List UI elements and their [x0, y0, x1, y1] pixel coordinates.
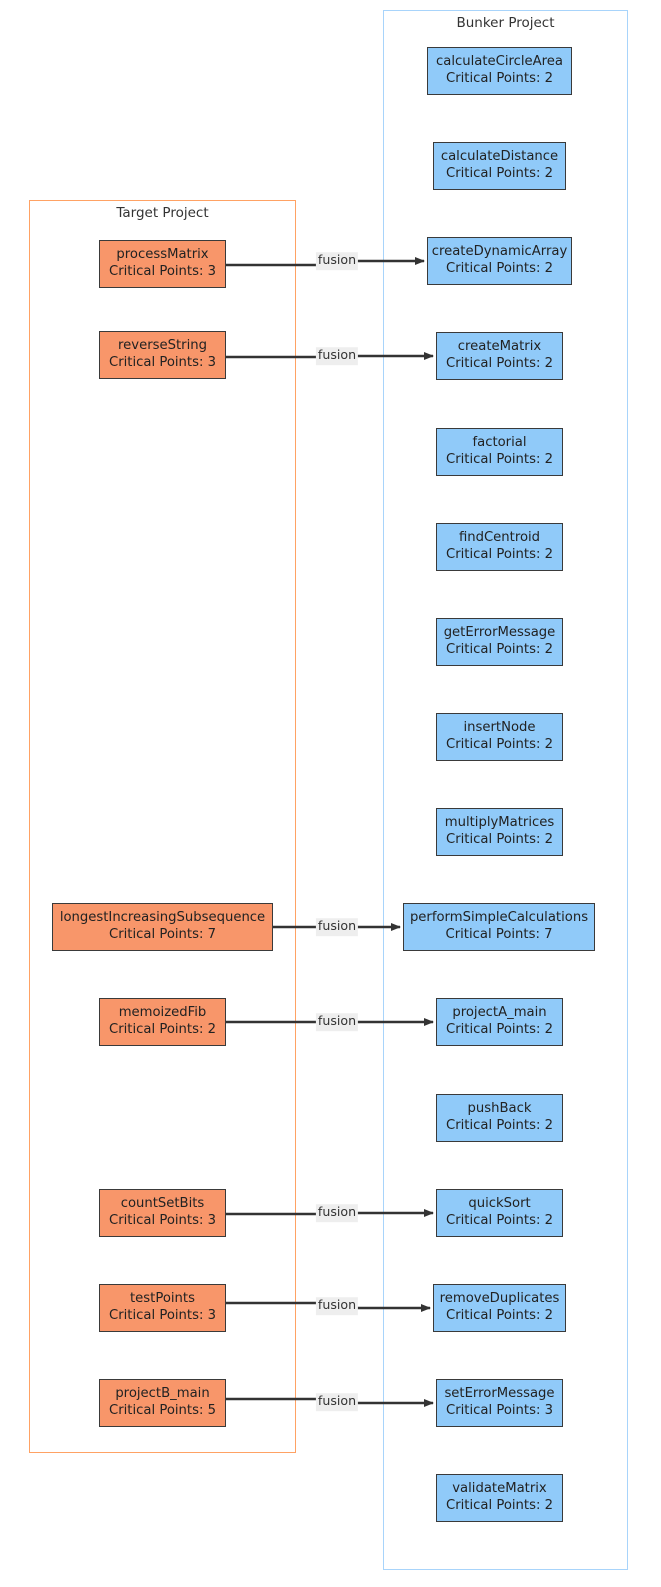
node-metric: Critical Points: 2	[446, 642, 553, 657]
node-metric: Critical Points: 2	[446, 261, 553, 276]
node-name: performSimpleCalculations	[409, 910, 589, 926]
node-name: calculateDistance	[440, 149, 559, 165]
node-name: reverseString	[118, 338, 207, 354]
node-metric: Critical Points: 2	[446, 356, 553, 371]
node-metric: Critical Points: 2	[446, 71, 553, 86]
edge-label-memoizedFib-to-projectA_main: fusion	[315, 1013, 359, 1031]
node-name: calculateCircleArea	[435, 54, 563, 70]
node-name: insertNode	[463, 720, 536, 736]
node-metric: Critical Points: 3	[109, 1213, 216, 1228]
node-name: longestIncreasingSubsequence	[59, 910, 266, 926]
node-metric: Critical Points: 2	[109, 1022, 216, 1037]
node-name: createMatrix	[457, 339, 542, 355]
node-metric: Critical Points: 2	[446, 1213, 553, 1228]
edge-label-countSetBits-to-quickSort: fusion	[315, 1204, 359, 1222]
node-metric: Critical Points: 2	[446, 547, 553, 562]
node-metric: Critical Points: 3	[109, 355, 216, 370]
edge-label-processMatrix-to-createDynamicArray: fusion	[315, 252, 359, 270]
node-metric: Critical Points: 2	[446, 1498, 553, 1513]
edge-label-testPoints-to-removeDuplicates: fusion	[315, 1297, 359, 1315]
cluster-target-project-title: Target Project	[116, 205, 209, 221]
edge-label-longestIncreasingSubsequence-to-performSimpleCalculations: fusion	[315, 918, 359, 936]
node-name: removeDuplicates	[439, 1291, 560, 1307]
node-metric: Critical Points: 2	[446, 1022, 553, 1037]
node-name: factorial	[472, 435, 527, 451]
node-metric: Critical Points: 2	[446, 1308, 553, 1323]
cluster-bunker-project	[383, 10, 628, 1570]
node-name: projectB_main	[115, 1386, 210, 1402]
node-name: createDynamicArray	[431, 244, 568, 260]
node-metric: Critical Points: 2	[446, 1118, 553, 1133]
node-name: getErrorMessage	[443, 625, 556, 641]
node-metric: Critical Points: 2	[446, 737, 553, 752]
node-name: countSetBits	[120, 1196, 205, 1212]
node-name: quickSort	[468, 1196, 531, 1212]
edge-label-projectB_main-to-setErrorMessage: fusion	[315, 1393, 359, 1411]
node-metric: Critical Points: 3	[446, 1403, 553, 1418]
node-metric: Critical Points: 2	[446, 832, 553, 847]
node-name: validateMatrix	[452, 1481, 547, 1497]
node-metric: Critical Points: 2	[446, 166, 553, 181]
node-metric: Critical Points: 3	[109, 264, 216, 279]
node-name: findCentroid	[458, 530, 541, 546]
node-name: projectA_main	[452, 1005, 547, 1021]
node-metric: Critical Points: 7	[445, 927, 553, 942]
node-name: testPoints	[130, 1291, 195, 1307]
node-metric: Critical Points: 3	[109, 1308, 216, 1323]
edge-label-reverseString-to-createMatrix: fusion	[315, 347, 359, 365]
node-metric: Critical Points: 2	[446, 452, 553, 467]
cluster-target-project	[29, 200, 296, 1453]
node-name: pushBack	[467, 1101, 532, 1117]
node-name: multiplyMatrices	[444, 815, 555, 831]
node-name: setErrorMessage	[444, 1386, 555, 1402]
cluster-bunker-project-title: Bunker Project	[456, 15, 555, 31]
node-name: memoizedFib	[118, 1005, 207, 1021]
node-metric: Critical Points: 5	[109, 1403, 216, 1418]
node-name: processMatrix	[116, 247, 209, 263]
node-metric: Critical Points: 7	[109, 927, 216, 942]
